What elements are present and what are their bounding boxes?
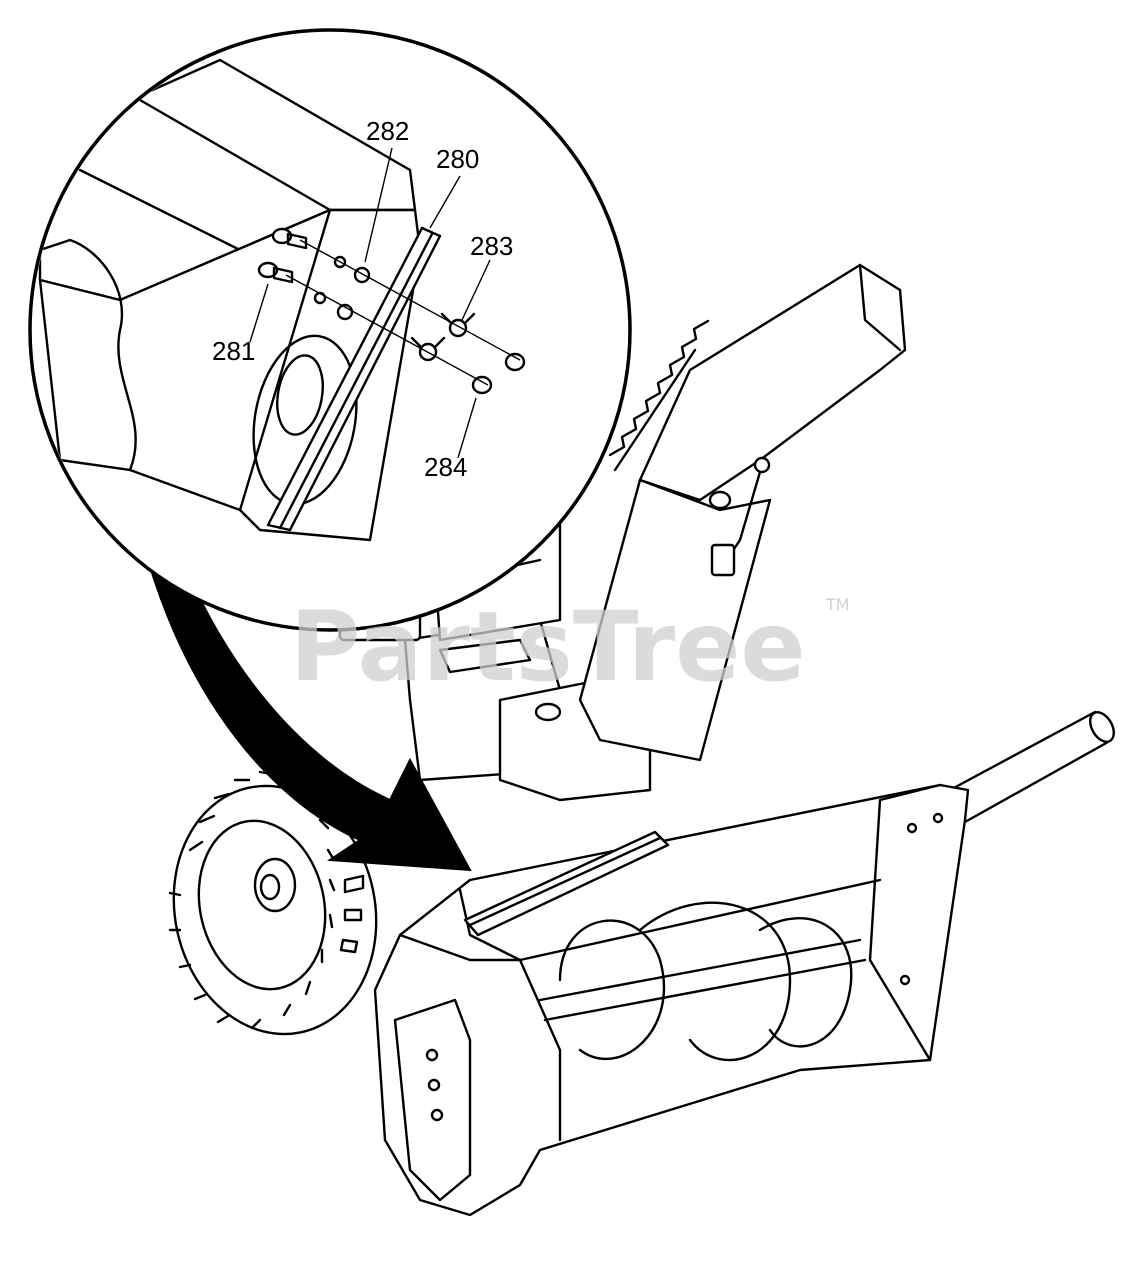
wing-nut-283 — [410, 312, 476, 362]
callout-281: 281 — [212, 336, 255, 366]
shave-plate-mounted — [463, 830, 670, 937]
callout-284: 284 — [424, 452, 467, 482]
callout-280: 280 — [436, 144, 479, 174]
auger — [538, 901, 867, 1062]
callout-283: 283 — [470, 231, 513, 261]
watermark-logo: PartsTree — [290, 591, 805, 703]
handle-tube — [948, 710, 1115, 824]
detail-inset — [28, 28, 632, 632]
watermark-tm: TM — [825, 595, 850, 614]
discharge-chute — [578, 263, 907, 762]
left-wheel — [168, 770, 378, 1036]
cap-284 — [471, 352, 526, 395]
callout-282: 282 — [366, 116, 409, 146]
auger-housing — [373, 783, 970, 1217]
leader-lines — [249, 147, 491, 459]
carriage-bolt-281 — [257, 227, 308, 284]
